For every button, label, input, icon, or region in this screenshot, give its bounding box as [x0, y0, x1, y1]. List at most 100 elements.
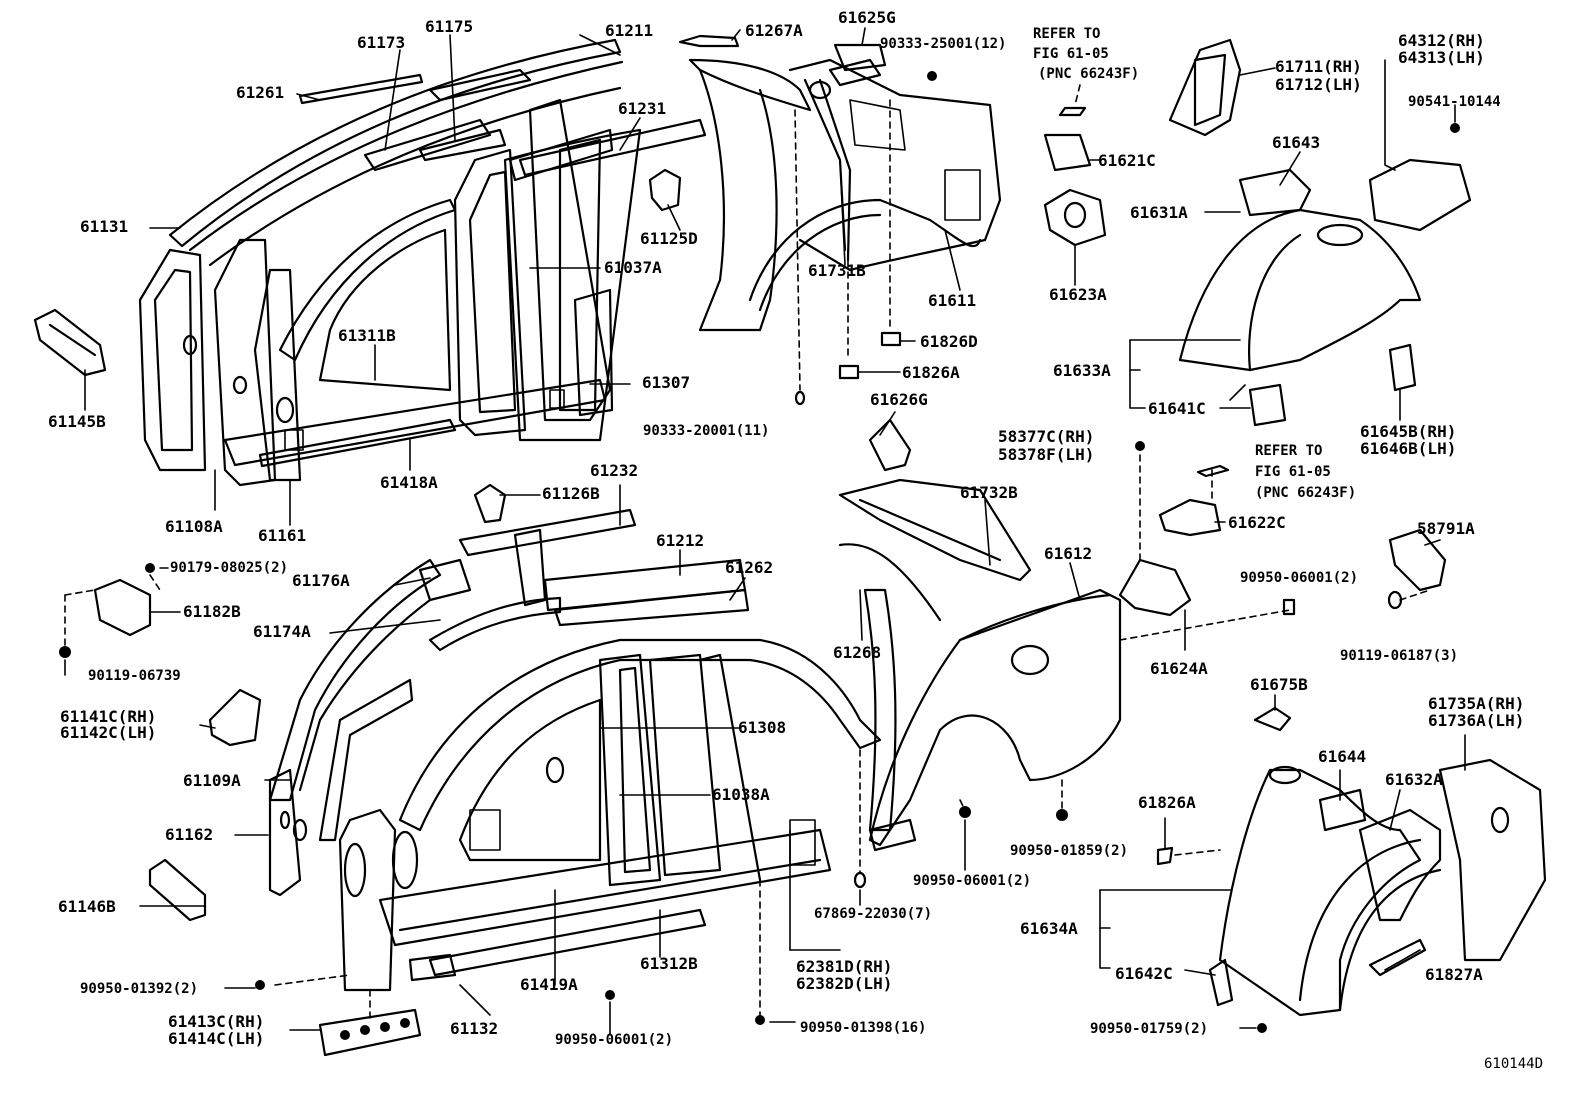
label-61626G: 61626G [870, 390, 928, 409]
label-61261: 61261 [236, 83, 285, 102]
dash-line [1119, 609, 1291, 641]
label-61646B: 61646B(LH) [1360, 439, 1457, 458]
label-61211: 61211 [605, 21, 654, 40]
nut-90541-10144 [1450, 123, 1460, 133]
plug-90950-06001 [1282, 598, 1296, 616]
label-61146B: 61146B [58, 897, 116, 916]
bracket-61126B [473, 483, 507, 524]
label-61126B: 61126B [542, 484, 600, 503]
label-61826D: 61826D [920, 332, 978, 351]
part-61626G [868, 418, 912, 472]
label-90950-01859: 90950-01859(2) [1010, 843, 1129, 859]
bracket-61146B [148, 858, 207, 922]
dash-line [959, 799, 966, 811]
label-61145B: 61145B [48, 412, 106, 431]
label-61731B: 61731B [808, 261, 866, 280]
refer-note-1-line2: FIG 61-05 [1033, 46, 1109, 62]
label-61624A: 61624A [1150, 659, 1208, 678]
label-90541-10144: 90541-10144 [1408, 94, 1501, 110]
label-67869-22030: 67869-22030(7) [814, 906, 933, 922]
label-61625G: 61625G [838, 8, 896, 27]
refer-marker [1196, 464, 1230, 478]
outer-side-panel [268, 508, 882, 992]
label-61132: 61132 [450, 1019, 499, 1038]
label-61675B: 61675B [1250, 675, 1308, 694]
label-61418A: 61418A [380, 473, 438, 492]
clip-67869-22030 [853, 871, 867, 889]
label-61634A: 61634A [1020, 919, 1078, 938]
label-61161: 61161 [258, 526, 307, 545]
label-61141C: 61141C(RH) [60, 707, 157, 726]
label-61623A: 61623A [1049, 285, 1107, 304]
label-61232: 61232 [590, 461, 639, 480]
bracket-61145B [33, 308, 107, 377]
label-64312: 64312(RH) [1398, 31, 1485, 50]
label-90119-06739: 90119-06739 [88, 668, 181, 684]
label-58791A: 58791A [1417, 519, 1475, 538]
plate-61413C [318, 1008, 422, 1057]
label-61308: 61308 [738, 718, 787, 737]
label-90119-06187: 90119-06187(3) [1340, 648, 1459, 664]
label-61712: 61712(LH) [1275, 75, 1362, 94]
dash-line [149, 574, 161, 591]
bolt-90179-08025 [145, 563, 155, 573]
part-61624A [1118, 558, 1192, 617]
dash-line [794, 109, 801, 391]
label-61109A: 61109A [183, 771, 241, 790]
label-90950-06001-bot: 90950-06001(2) [555, 1032, 674, 1048]
label-61622C: 61622C [1228, 513, 1286, 532]
clip-90950-01398 [755, 1015, 765, 1025]
label-62381D: 62381D(RH) [796, 957, 893, 976]
label-61732B: 61732B [960, 483, 1018, 502]
diagram-id: 610144D [1484, 1056, 1544, 1072]
label-61643: 61643 [1272, 133, 1321, 152]
label-90950-01759: 90950-01759(2) [1090, 1021, 1209, 1037]
dash-line [1399, 589, 1431, 601]
label-61414C: 61414C(LH) [168, 1029, 265, 1048]
label-61631A: 61631A [1130, 203, 1188, 222]
label-61267A: 61267A [745, 21, 803, 40]
label-58377C: 58377C(RH) [998, 427, 1095, 446]
label-61644: 61644 [1318, 747, 1367, 766]
label-61612: 61612 [1044, 544, 1093, 563]
label-58378F: 58378F(LH) [998, 445, 1095, 464]
label-61312B: 61312B [640, 954, 698, 973]
label-61736A: 61736A(LH) [1428, 711, 1525, 730]
dash-line [1074, 84, 1081, 106]
clip-90950-06001 [605, 990, 615, 1000]
bolt-90119-06739 [59, 646, 71, 658]
refer-note-1-line3: (PNC 66243F) [1038, 66, 1140, 82]
label-61413C: 61413C(RH) [168, 1012, 265, 1031]
label-61268: 61268 [833, 643, 882, 662]
dash-line [1174, 849, 1221, 856]
label-61175: 61175 [425, 17, 474, 36]
part-61622C [1158, 498, 1222, 537]
refer-note-1-line1: REFER TO [1033, 26, 1101, 42]
wheel-house-lower [1208, 758, 1547, 1017]
upper-inner-side-structure [138, 38, 707, 487]
label-61125D: 61125D [640, 229, 698, 248]
dash-line [64, 589, 96, 596]
label-61311B: 61311B [338, 326, 396, 345]
plug-61826A [1156, 846, 1174, 866]
label-61645B: 61645B(RH) [1360, 422, 1457, 441]
label-90333-25001: 90333-25001(12) [880, 36, 1007, 52]
label-61621C: 61621C [1098, 151, 1156, 170]
label-90950-06001-mid: 90950-06001(2) [913, 873, 1032, 889]
label-90179-08025: 90179-08025(2) [170, 560, 289, 576]
quarter-panel-lower [838, 478, 1122, 852]
label-90950-01398: 90950-01398(16) [800, 1020, 927, 1036]
refer-note-2-line1: REFER TO [1255, 443, 1323, 459]
refer-note-2-line3: (PNC 66243F) [1255, 485, 1357, 501]
clip-90950-01859 [1056, 809, 1068, 821]
label-61642C: 61642C [1115, 964, 1173, 983]
label-61231: 61231 [618, 99, 667, 118]
part-58791A [1388, 528, 1447, 592]
plug-61826D [880, 331, 902, 347]
label-61176A: 61176A [292, 571, 350, 590]
bracket-61125D [648, 168, 682, 212]
dash-line [274, 974, 351, 986]
label-62382D: 62382D(LH) [796, 974, 893, 993]
label-61142C: 61142C(LH) [60, 723, 157, 742]
